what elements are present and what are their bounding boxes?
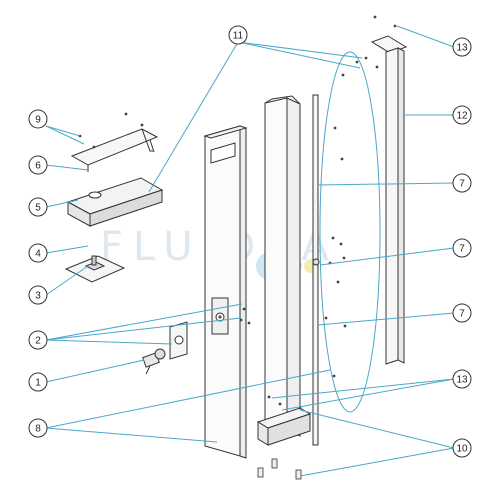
callout-label: 3 [35,291,41,302]
callout-10: 10 [452,438,472,458]
callout-13-bottom: 13 [452,369,472,389]
callout-3: 3 [28,285,48,305]
callout-label: 9 [35,115,41,126]
callout-label: 13 [456,375,468,386]
callout-2: 2 [28,330,48,350]
leader-lines [45,25,455,477]
inner-column [256,95,312,446]
valve-plate [169,321,188,360]
callout-label: 11 [233,31,244,42]
callout-7-top: 7 [452,173,472,193]
valve-handle [142,348,166,375]
callout-4: 4 [28,243,48,263]
callout-12: 12 [452,105,472,125]
shower-head-box [66,177,164,227]
callout-7-bottom: 7 [452,303,472,323]
callout-label: 7 [459,179,465,190]
group-ellipse [319,51,381,413]
callout-label: 5 [35,203,41,214]
front-panel [203,125,248,459]
callout-label: 2 [35,336,41,347]
callout-9: 9 [28,109,48,129]
square-shower-head [64,255,126,283]
bottom-screws [257,458,302,480]
callout-11: 11 [228,25,248,45]
callout-label: 10 [456,444,468,455]
callout-1: 1 [28,372,48,392]
callout-7-middle: 7 [452,238,472,258]
callout-label: 12 [456,111,468,122]
screws [78,15,397,410]
callout-5: 5 [28,197,48,217]
rod [312,94,320,446]
callout-8: 8 [28,418,48,438]
rear-bar [370,35,408,365]
top-bracket-plate [70,128,159,172]
callout-label: 6 [35,161,41,172]
callout-label: 13 [456,43,468,54]
callout-label: 7 [459,244,465,255]
callout-label: 4 [35,249,41,260]
callout-label: 8 [35,424,41,435]
callout-13-top: 13 [452,37,472,57]
callout-label: 1 [35,378,41,389]
callout-6: 6 [28,155,48,175]
callout-label: 7 [459,309,465,320]
